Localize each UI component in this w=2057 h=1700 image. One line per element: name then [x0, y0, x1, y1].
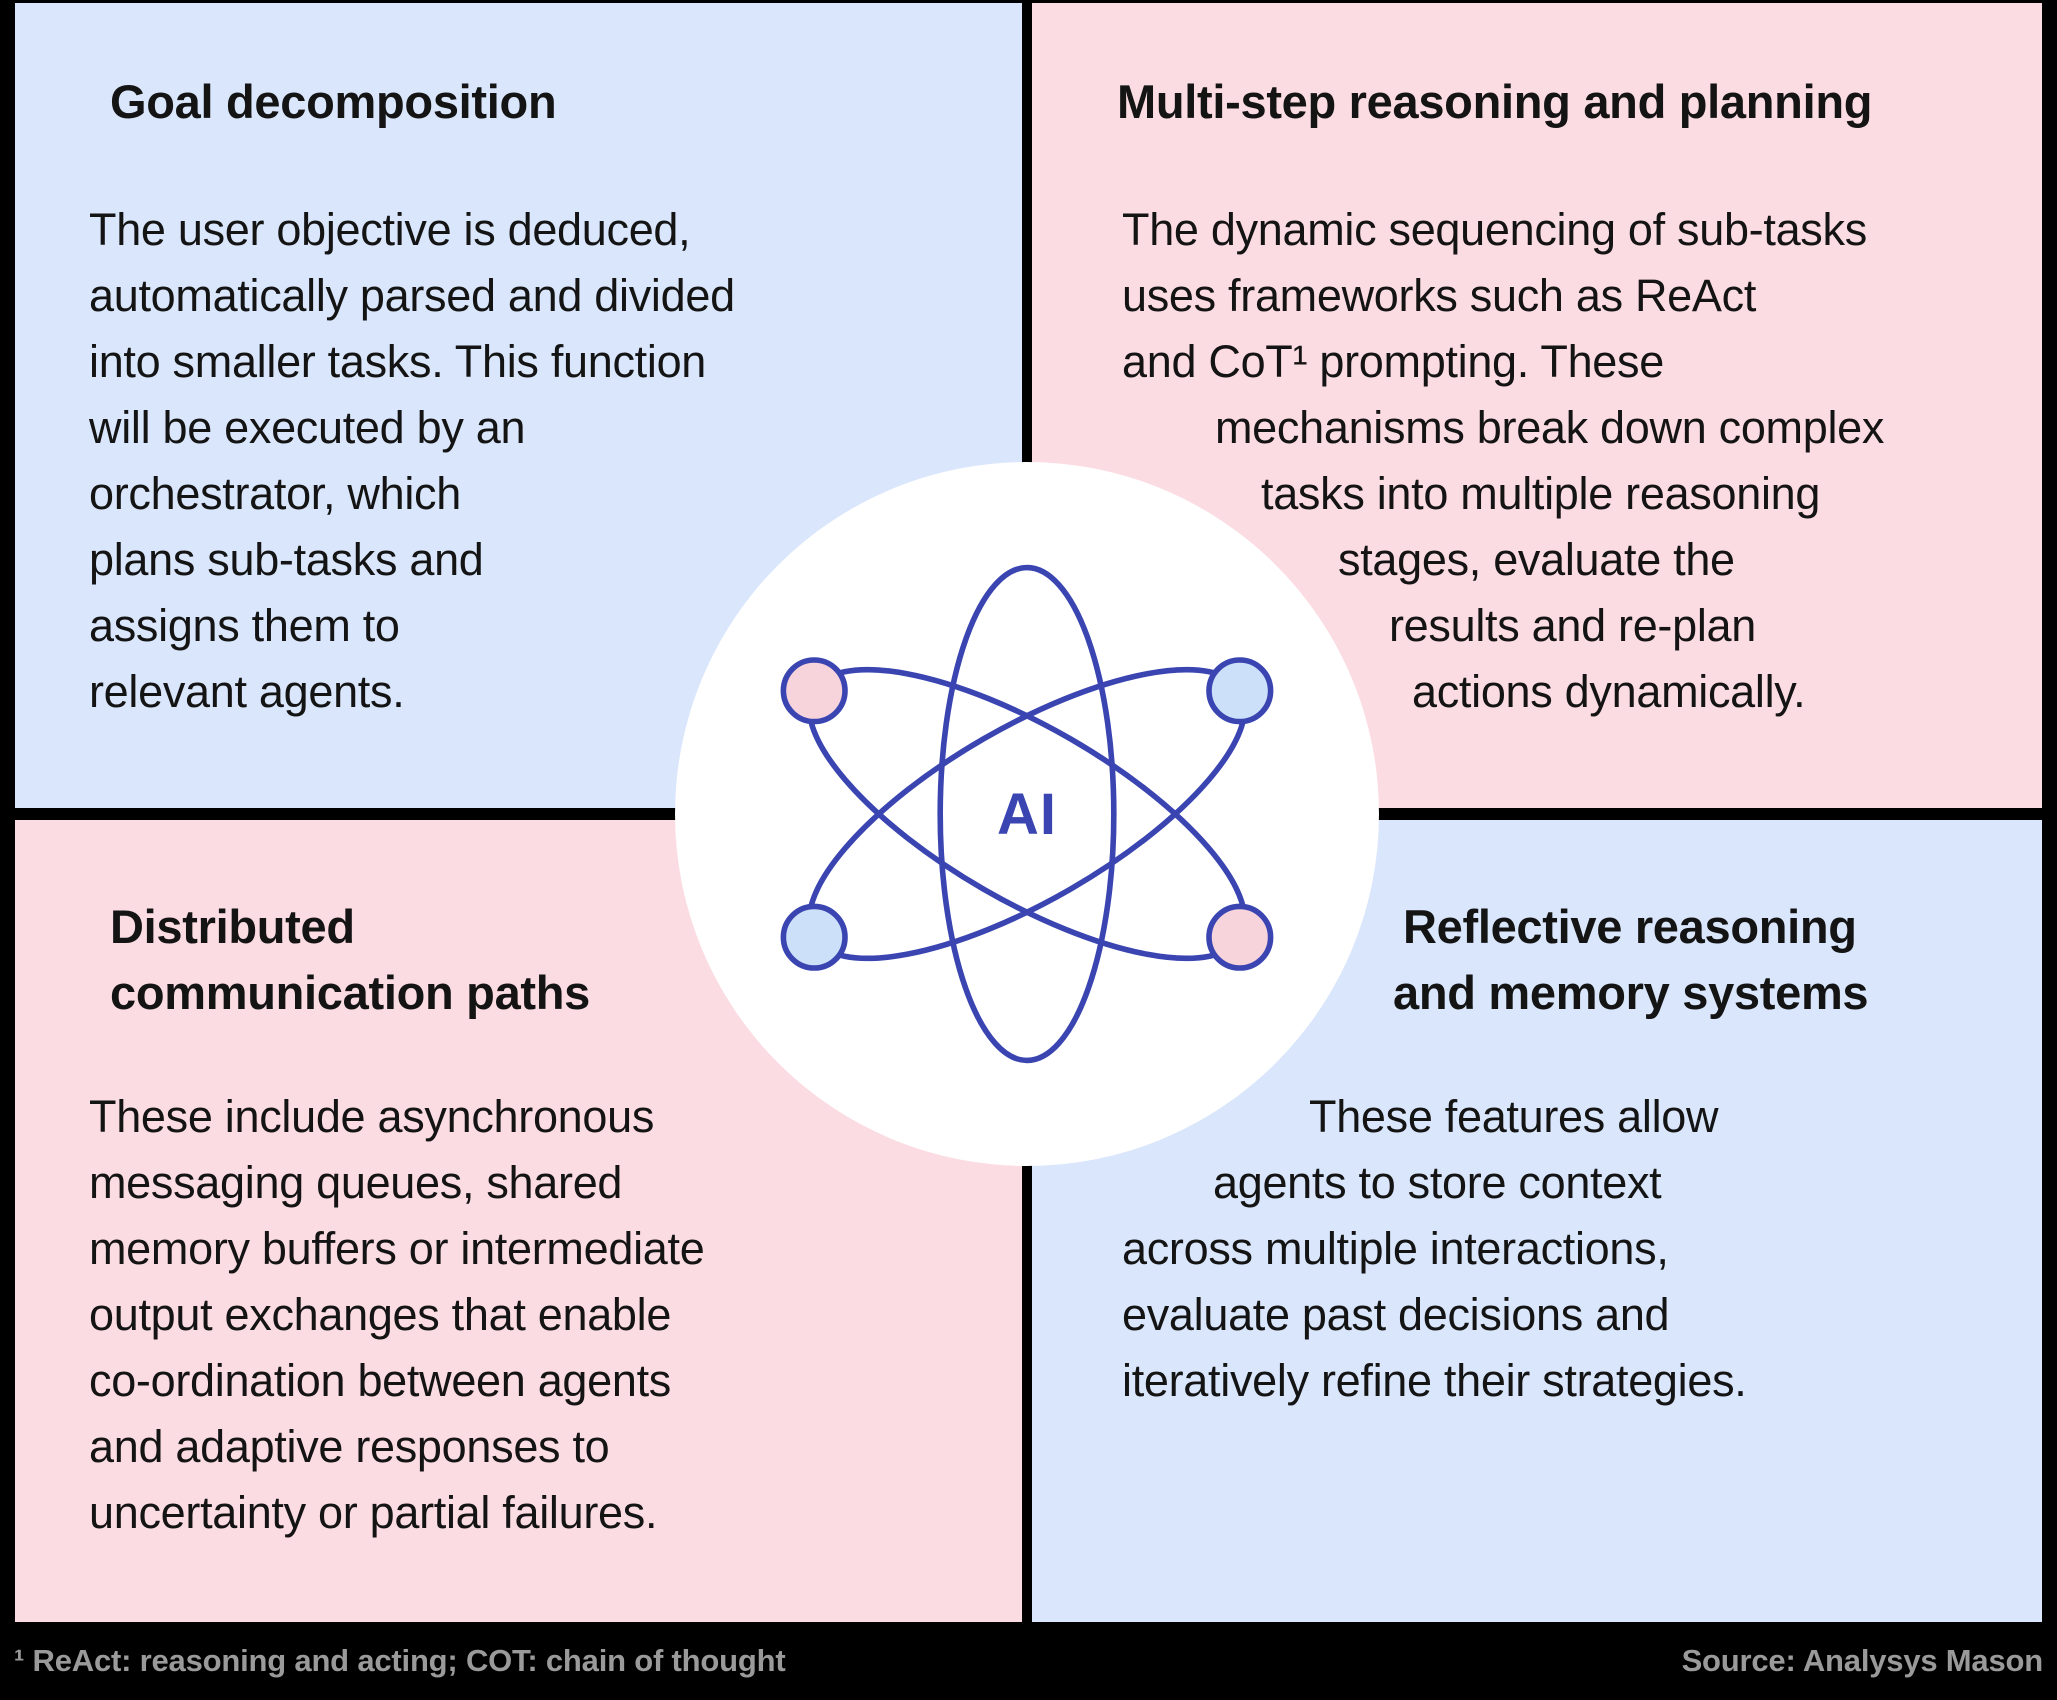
body-line: automatically parsed and divided: [89, 270, 735, 321]
panel-title: Multi-step reasoning and planning: [1117, 75, 1873, 128]
panel-title: Distributed communication paths: [110, 894, 982, 1026]
body-line: The user objective is deduced,: [89, 204, 691, 255]
orbit-vertical: [937, 564, 1117, 1064]
body-line: plans sub-tasks and: [89, 534, 484, 585]
body-line: and CoT¹ prompting. These: [1122, 336, 1664, 387]
body-line: uses frameworks such as ReAct: [1122, 270, 1757, 321]
title-line: and memory systems: [1393, 966, 1869, 1019]
body-line: results and re-plan: [1389, 600, 1757, 651]
title-line: communication paths: [110, 966, 591, 1019]
panel-body: These features allow agents to store con…: [1032, 1084, 2042, 1414]
body-line: across multiple interactions,: [1122, 1223, 1669, 1274]
body-line: iteratively refine their strategies.: [1122, 1355, 1747, 1406]
panel-distributed-communication: Distributed communication paths These inc…: [15, 820, 1022, 1622]
body-line: output exchanges that enable: [89, 1289, 672, 1340]
ai-badge: AI: [675, 462, 1379, 1166]
body-line: stages, evaluate the: [1338, 534, 1735, 585]
panel-title-block: Reflective reasoning and memory systems: [1032, 820, 2042, 1026]
body-line: will be executed by an: [89, 402, 526, 453]
panel-title: Goal decomposition: [110, 75, 557, 128]
body-line: agents to store context: [1213, 1157, 1662, 1208]
footer-bar: ¹ ReAct: reasoning and acting; COT: chai…: [0, 1622, 2057, 1700]
panel-title-block: Multi-step reasoning and planning: [1032, 3, 2042, 135]
body-line: These include asynchronous: [89, 1091, 655, 1142]
ai-label: AI: [997, 781, 1057, 847]
body-line: actions dynamically.: [1412, 666, 1806, 717]
electron-top-left: [780, 657, 848, 725]
body-line: The dynamic sequencing of sub-tasks: [1122, 204, 1867, 255]
body-line: These features allow: [1309, 1091, 1719, 1142]
body-line: messaging queues, shared: [89, 1157, 623, 1208]
atom-icon: [780, 564, 1274, 1064]
panel-title-block: Distributed communication paths: [15, 820, 1022, 1026]
body-line: evaluate past decisions and: [1122, 1289, 1670, 1340]
panel-goal-decomposition: Goal decomposition The user objective is…: [15, 3, 1022, 808]
title-line: Distributed: [110, 900, 355, 953]
body-line: tasks into multiple reasoning: [1261, 468, 1821, 519]
electron-bottom-left: [780, 903, 848, 971]
panel-body: The user objective is deduced, automatic…: [15, 197, 1022, 725]
source-credit: Source: Analysys Mason: [1681, 1643, 2044, 1678]
body-line: mechanisms break down complex: [1215, 402, 1885, 453]
electron-top-right: [1206, 657, 1274, 725]
body-line: into smaller tasks. This function: [89, 336, 707, 387]
body-line: and adaptive responses to: [89, 1421, 610, 1472]
footnote: ¹ ReAct: reasoning and acting; COT: chai…: [14, 1643, 786, 1678]
body-line: relevant agents.: [89, 666, 405, 717]
panel-body: These include asynchronous messaging que…: [15, 1084, 1022, 1546]
title-line: Reflective reasoning: [1403, 900, 1857, 953]
panel-body: The dynamic sequencing of sub-tasks uses…: [1032, 197, 2042, 725]
body-line: assigns them to: [89, 600, 400, 651]
body-line: memory buffers or intermediate: [89, 1223, 705, 1274]
electron-bottom-right: [1206, 903, 1274, 971]
body-line: orchestrator, which: [89, 468, 461, 519]
body-line: uncertainty or partial failures.: [89, 1487, 658, 1538]
panel-title: Reflective reasoning and memory systems: [1122, 894, 2002, 1026]
panel-reflective-reasoning: Reflective reasoning and memory systems T…: [1032, 820, 2042, 1622]
panel-title-block: Goal decomposition: [15, 3, 1022, 135]
body-line: co-ordination between agents: [89, 1355, 672, 1406]
